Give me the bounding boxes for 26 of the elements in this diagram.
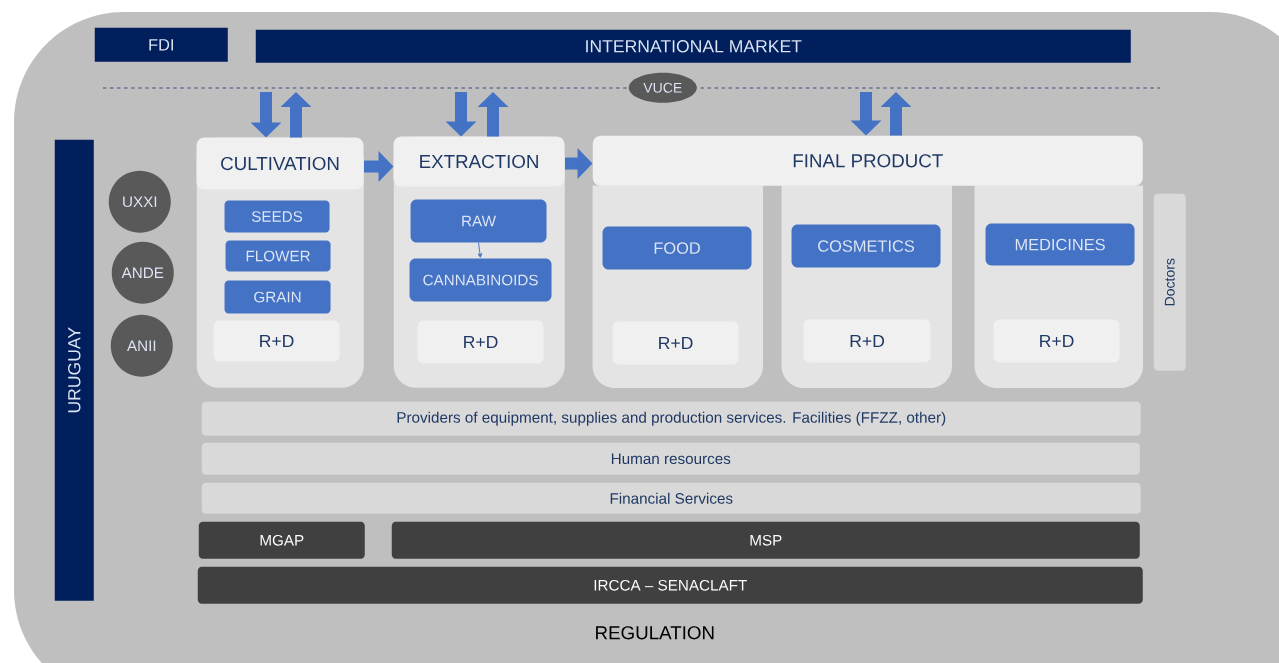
rd-box: R+D <box>803 319 931 363</box>
arrow <box>477 242 483 258</box>
service-band: Providers of equipment, supplies and production services. Facilities (FFZZ, other) <box>201 401 1141 436</box>
market-bar: INTERNATIONAL MARKET <box>255 29 1131 63</box>
product-box: FOOD <box>602 226 752 270</box>
regulator-bar: MGAP <box>198 521 365 559</box>
rd-box: R+D <box>993 319 1120 363</box>
regulator-bar: MSP <box>391 521 1140 559</box>
regulator-bar: IRCCA – SENACLAFT <box>197 566 1143 604</box>
product-box: MEDICINES <box>985 223 1135 266</box>
product-box: FLOWER <box>225 240 331 272</box>
product-box: GRAIN <box>224 280 331 314</box>
rd-box: R+D <box>612 321 739 365</box>
header-band: FINAL PRODUCT <box>592 135 1143 186</box>
product-box: COSMETICS <box>791 224 941 268</box>
side-bar: Doctors <box>1153 193 1186 371</box>
product-box: RAW <box>410 199 547 243</box>
rd-box: R+D <box>417 320 544 364</box>
label-bar: FDI <box>94 27 228 62</box>
vertical-bar: URUGUAY <box>54 139 94 601</box>
product-box: CANNABINOIDS <box>409 258 552 302</box>
service-band: Human resources <box>201 442 1140 475</box>
product-box: SEEDS <box>224 200 330 233</box>
oval-label: VUCE <box>628 72 697 103</box>
rd-box: R+D <box>213 320 340 362</box>
service-band: Financial Services <box>201 482 1141 514</box>
